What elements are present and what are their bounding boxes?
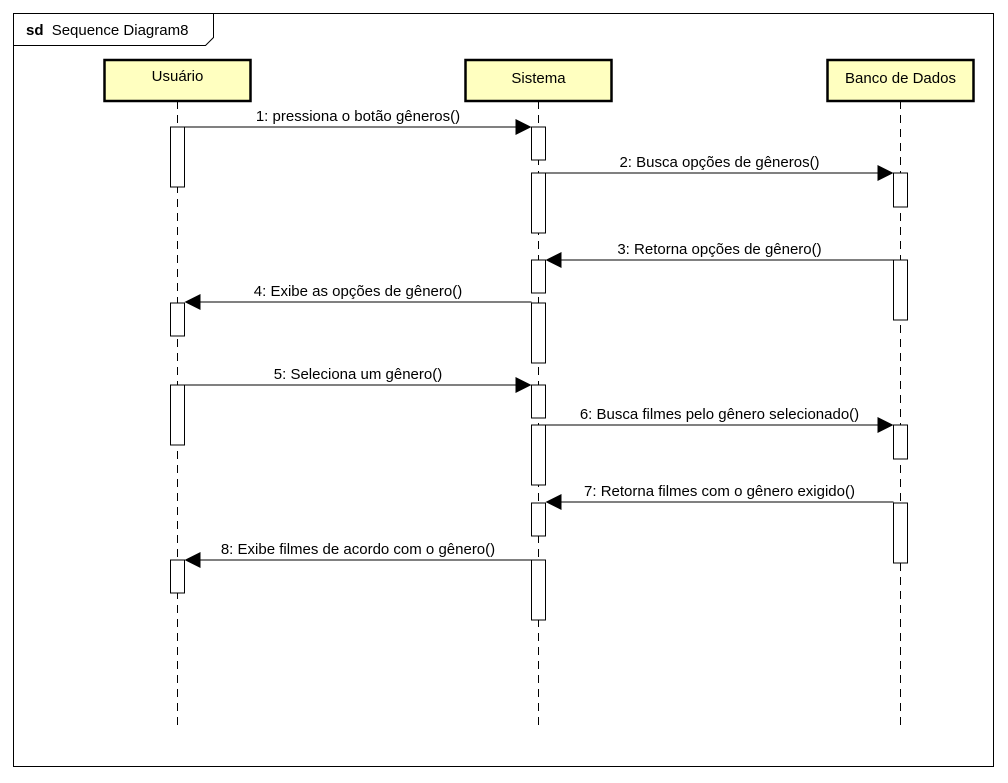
lifeline-sistema-label: Sistema <box>511 70 566 87</box>
arrowhead-icon <box>515 119 532 135</box>
message-1: 1: pressiona o botão gêneros() <box>184 108 532 135</box>
arrowhead-icon <box>877 165 894 181</box>
frame-name: Sequence Diagram8 <box>52 22 189 39</box>
message-8: 8: Exibe filmes de acordo com o gênero() <box>184 541 532 568</box>
messages: 1: pressiona o botão gêneros() 2: Busca o… <box>184 108 894 568</box>
activation-bar-usuario <box>170 126 185 188</box>
frame-border <box>13 13 994 767</box>
activation-bar-banco <box>893 259 908 321</box>
message-label: 5: Seleciona um gênero() <box>274 366 442 383</box>
lifeline-sistema-box <box>464 58 613 103</box>
arrowhead-icon <box>545 494 562 510</box>
activation-bar-sistema <box>531 384 546 419</box>
lifeline-banco-label: Banco de Dados <box>845 70 956 87</box>
message-2: 2: Busca opções de gêneros() <box>545 154 894 181</box>
activation-bar-sistema <box>531 126 546 161</box>
lifeline-banco: Banco de Dados <box>826 58 975 103</box>
arrowhead-icon <box>515 377 532 393</box>
lifeline-usuario: Usuário <box>103 58 252 103</box>
message-4: 4: Exibe as opções de gênero() <box>184 283 532 310</box>
activation-bar-usuario <box>170 384 185 446</box>
message-3: 3: Retorna opções de gênero() <box>545 241 894 268</box>
message-label: 3: Retorna opções de gênero() <box>617 241 821 258</box>
activation-bar-sistema <box>531 302 546 364</box>
message-6: 6: Busca filmes pelo gênero selecionado(… <box>545 406 894 433</box>
lifeline-banco-box <box>826 58 975 103</box>
lifeline-sistema: Sistema <box>464 58 613 103</box>
message-7: 7: Retorna filmes com o gênero exigido() <box>545 483 894 510</box>
lifeline-usuario-box <box>103 58 252 103</box>
message-label: 6: Busca filmes pelo gênero selecionado(… <box>580 406 859 423</box>
message-label: 8: Exibe filmes de acordo com o gênero() <box>221 541 495 558</box>
activation-bar-sistema <box>531 424 546 486</box>
activation-bars <box>170 126 908 621</box>
frame-title: sd Sequence Diagram8 <box>26 22 188 39</box>
arrowhead-icon <box>184 552 201 568</box>
lifeline-usuario-label: Usuário <box>152 68 204 85</box>
frame-tab <box>13 13 214 46</box>
activation-bar-banco <box>893 424 908 460</box>
frame-keyword: sd <box>26 22 44 39</box>
arrowhead-icon <box>877 417 894 433</box>
message-label: 4: Exibe as opções de gênero() <box>254 283 462 300</box>
arrowhead-icon <box>545 252 562 268</box>
message-label: 1: pressiona o botão gêneros() <box>256 108 460 125</box>
activation-bar-sistema <box>531 502 546 537</box>
activation-bar-sistema <box>531 172 546 234</box>
activation-bar-sistema <box>531 559 546 621</box>
activation-bar-banco <box>893 172 908 208</box>
message-label: 2: Busca opções de gêneros() <box>619 154 819 171</box>
arrowhead-icon <box>184 294 201 310</box>
message-5: 5: Seleciona um gênero() <box>184 366 532 393</box>
activation-bar-banco <box>893 502 908 564</box>
activation-bar-usuario <box>170 559 185 594</box>
message-label: 7: Retorna filmes com o gênero exigido() <box>584 483 855 500</box>
activation-bar-usuario <box>170 302 185 337</box>
activation-bar-sistema <box>531 259 546 294</box>
lifeline-heads: Usuário Sistema Banco de Dados <box>103 58 975 103</box>
